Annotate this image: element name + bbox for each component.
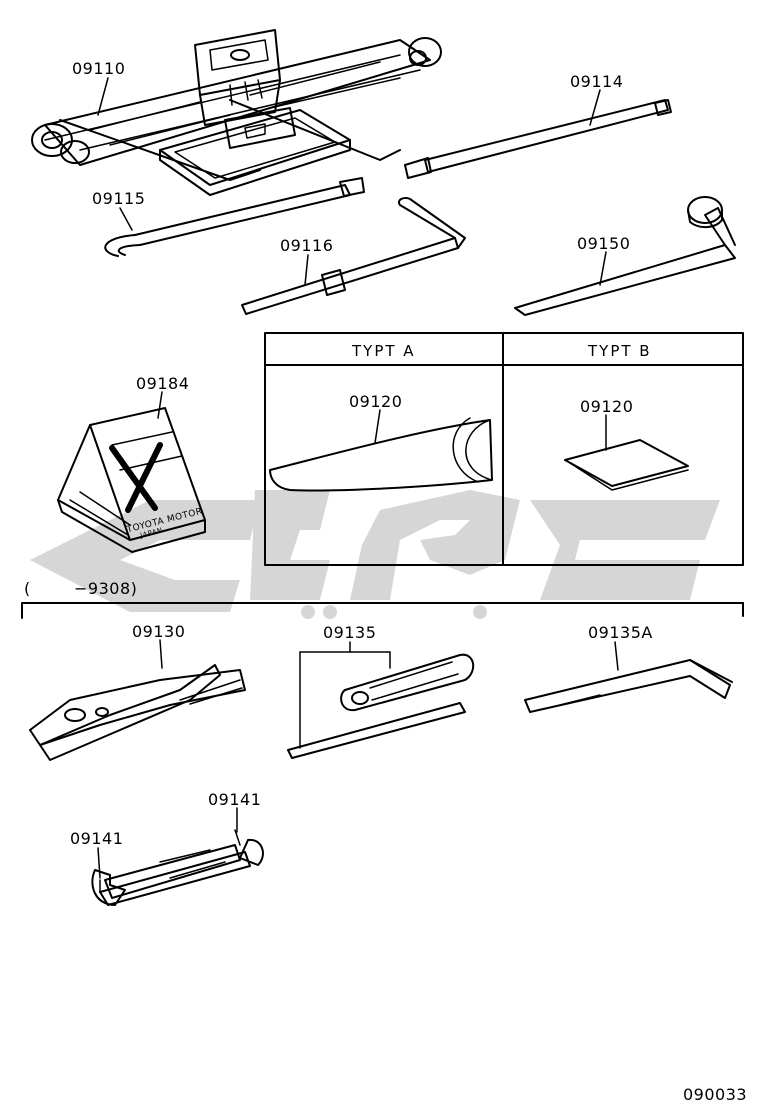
label-screwdriver: 09135 [323, 623, 377, 642]
label-handle-extension: 09115 [92, 189, 146, 208]
handle-extension-illustration [104, 177, 365, 257]
watermark [30, 490, 720, 619]
range-open-paren: ( [24, 579, 31, 598]
label-jack: 09110 [72, 59, 126, 78]
label-wrench-left: 09141 [70, 829, 124, 848]
label-pliers: 09130 [132, 622, 186, 641]
leader-lines [97, 77, 619, 879]
tool-bag-b-illustration [564, 439, 689, 491]
label-jack-handle: 09114 [570, 72, 624, 91]
range-bracket [21, 602, 744, 619]
label-jack-handle-rod: 09116 [280, 236, 334, 255]
type-a-header: TYPT A [352, 342, 416, 360]
jack-illustration [31, 29, 442, 196]
tool-bag-a-illustration [269, 417, 493, 492]
wheel-nut-wrench-illustration [514, 196, 736, 316]
screwdriver-illustration [287, 651, 475, 759]
label-tool-bag-b: 09120 [580, 397, 634, 416]
range-value: −9308) [74, 579, 138, 598]
wrench-set-illustration [91, 829, 264, 906]
pliers-illustration [29, 664, 246, 761]
label-wheel-chock: 09184 [136, 374, 190, 393]
figure-code: 090033 [683, 1085, 748, 1104]
type-b-header: TYPT B [588, 342, 652, 360]
screwdriver-bar-illustration [524, 659, 733, 713]
jack-handle-rod-illustration [241, 196, 466, 315]
label-screwdriver-bar: 09135A [588, 623, 653, 642]
jack-handle-illustration [404, 99, 672, 179]
label-wrench-right: 09141 [208, 790, 262, 809]
type-table [264, 332, 744, 566]
label-wheel-nut-wrench: 09150 [577, 234, 631, 253]
label-tool-bag-a: 09120 [349, 392, 403, 411]
wheel-chock-illustration [57, 407, 206, 553]
